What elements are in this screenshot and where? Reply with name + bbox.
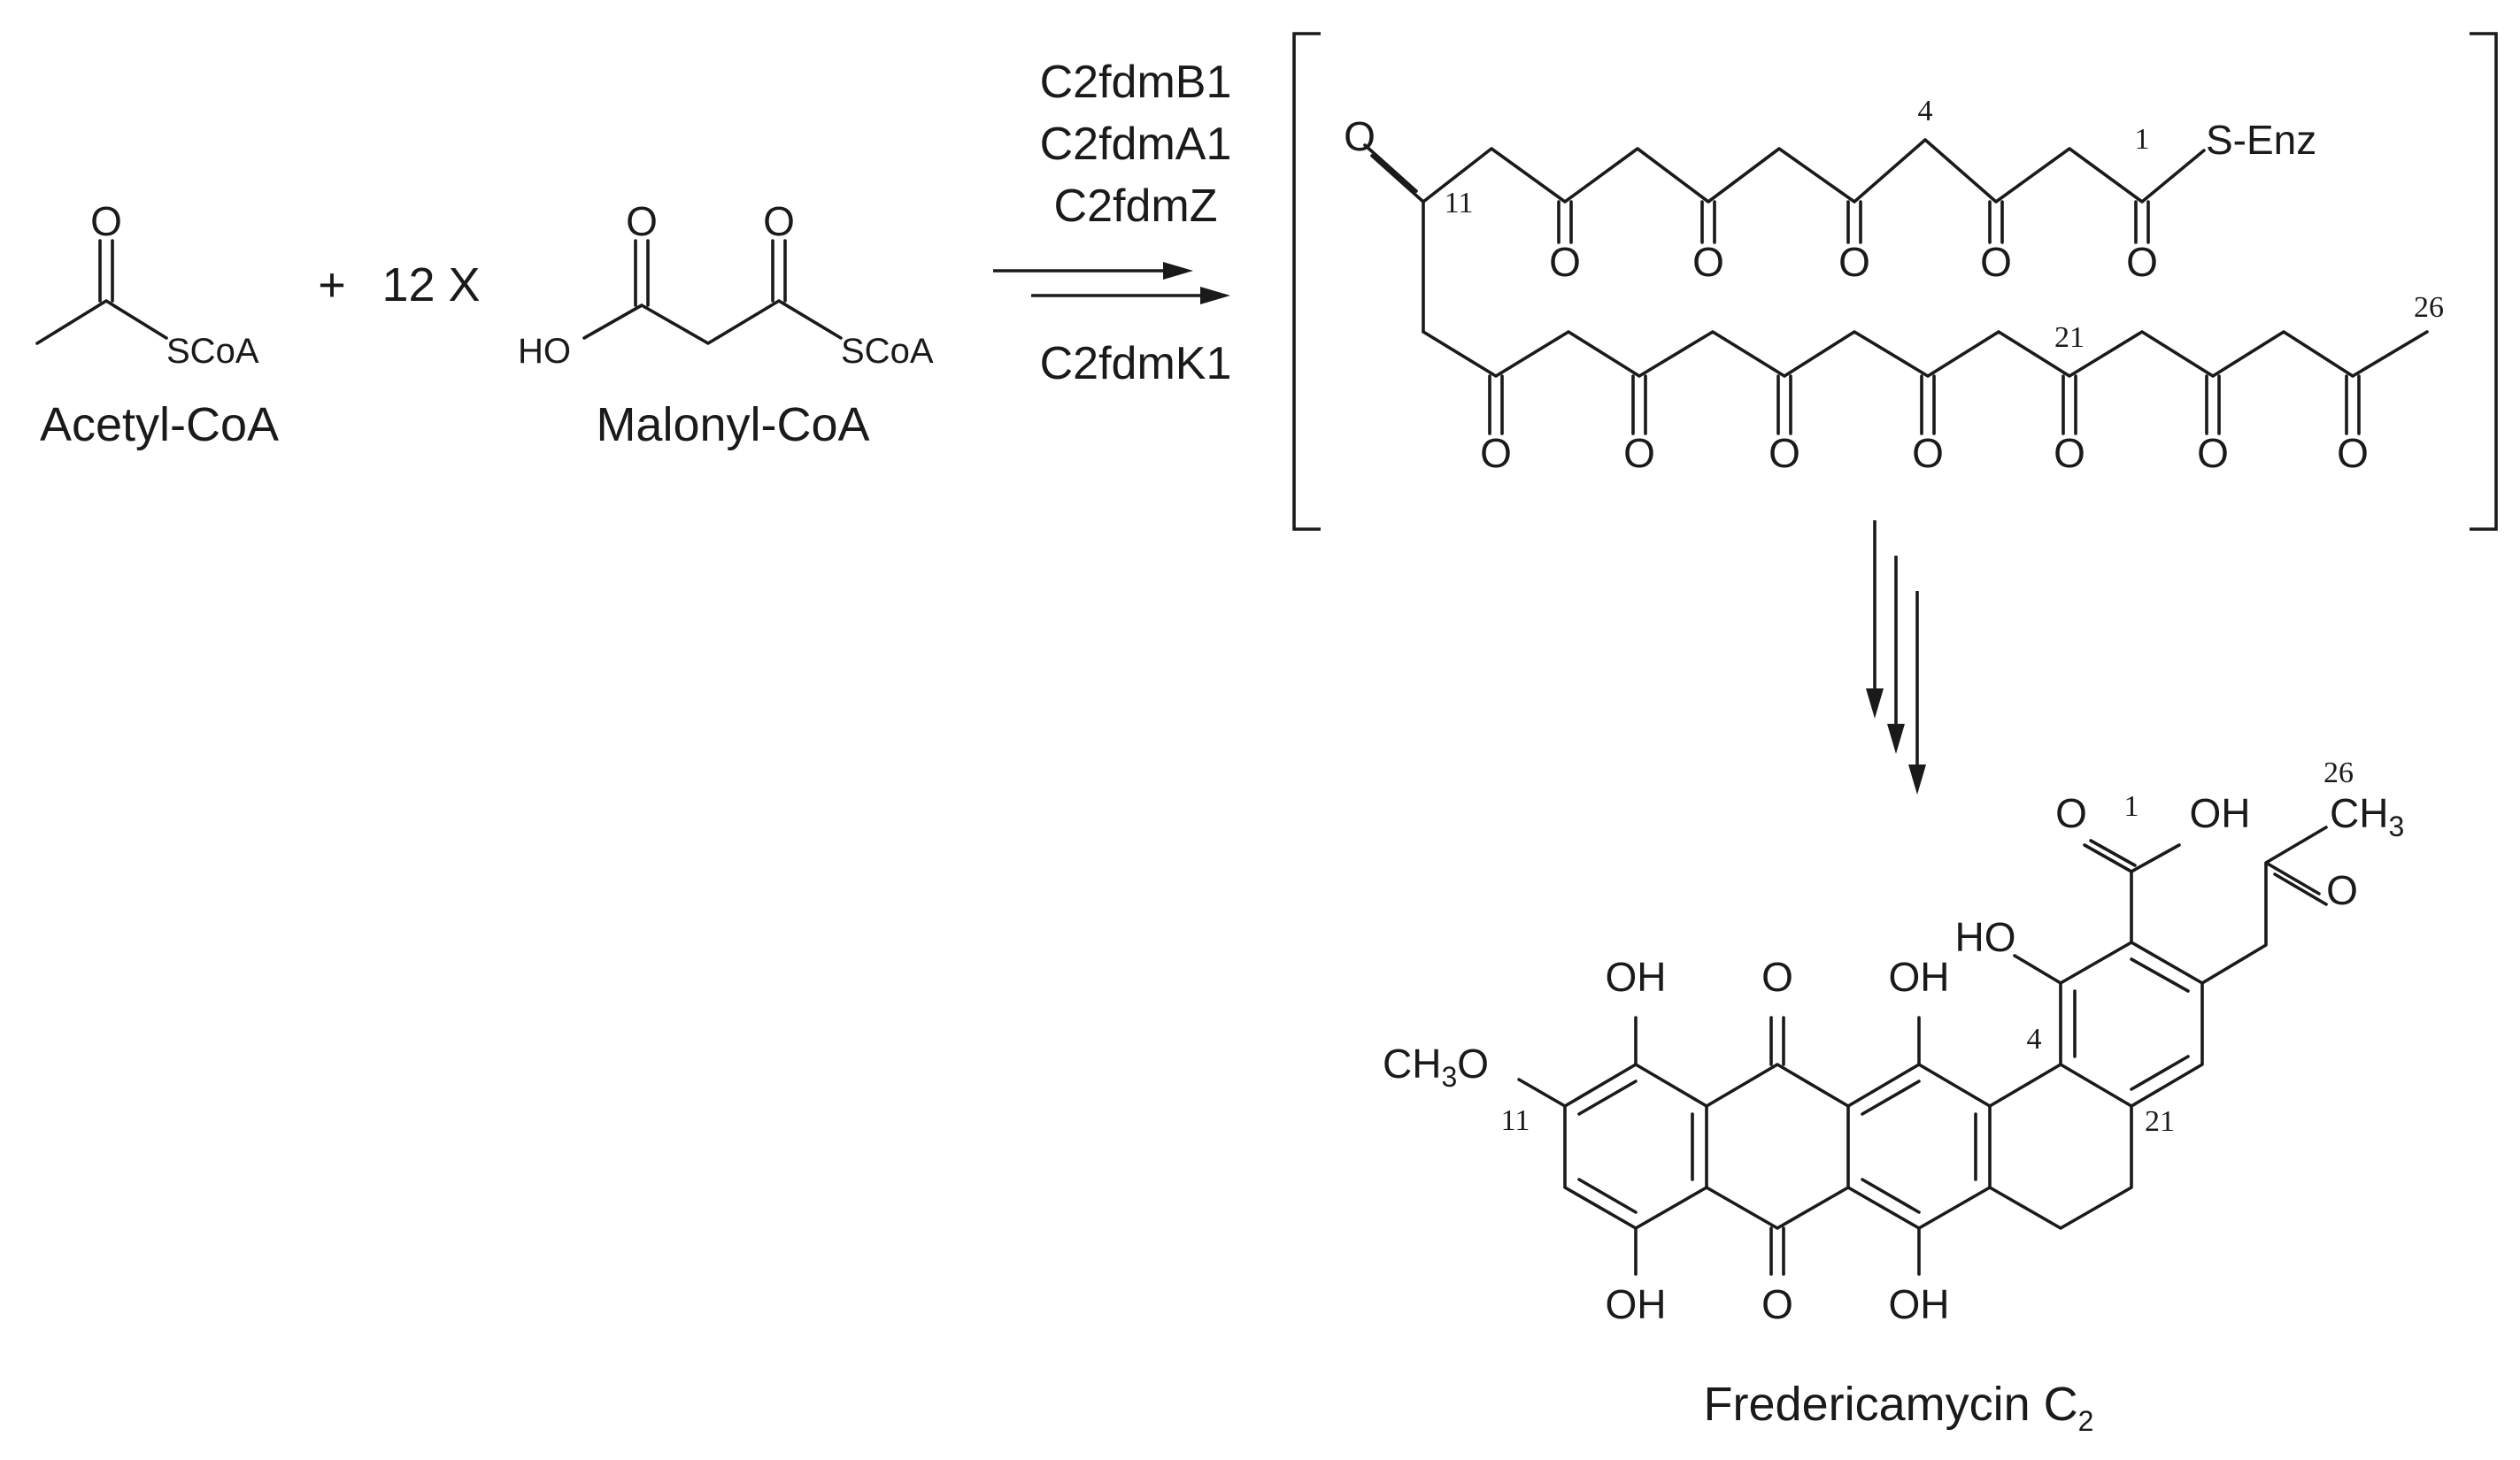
top-ketone-oxygen-2: O xyxy=(1692,239,1724,285)
intermediate-position-4: 4 xyxy=(1918,95,1933,127)
acetyl-coa-name: Acetyl-CoA xyxy=(40,398,279,451)
product-acid-carbonyl-oxygen: O xyxy=(2055,790,2087,836)
product-oh-top-middle: OH xyxy=(1889,954,1950,1000)
product-terminal-methyl: CH3 xyxy=(2330,790,2404,842)
forward-arrows xyxy=(993,262,1230,304)
intermediate-position-1: 1 xyxy=(2135,123,2150,156)
product-oh-top-left: OH xyxy=(1606,954,1667,1000)
product-quinone-oxygen-bottom: O xyxy=(1761,1281,1793,1327)
top-ketone-oxygen-1: O xyxy=(1549,239,1581,285)
c11-ketone-oxygen: O xyxy=(1344,113,1376,159)
product-position-21: 21 xyxy=(2145,1105,2175,1138)
bottom-ketone-oxygen-4: O xyxy=(1912,430,1944,476)
fredericamycin-structure xyxy=(1517,826,2328,1276)
product-quinone-oxygen-top: O xyxy=(1761,954,1793,1000)
malonyl-multiplier: 12 X xyxy=(381,258,480,311)
malonyl-coa-name: Malonyl-CoA xyxy=(596,398,869,451)
malonyl-thioester-oxygen: O xyxy=(763,198,795,244)
bottom-ketone-oxygen-1: O xyxy=(1480,430,1512,476)
plus-sign: + xyxy=(318,258,346,311)
product-ketone-oxygen: O xyxy=(2326,867,2358,913)
downward-arrows xyxy=(1866,520,1926,795)
product-name: Fredericamycin C2 xyxy=(1704,1378,2094,1437)
top-ketone-oxygen-4: O xyxy=(1980,239,2012,285)
product-oh-bottom-left: OH xyxy=(1606,1281,1667,1327)
intermediate-position-26: 26 xyxy=(2414,291,2444,324)
malonyl-coa-structure: O O HO SCoA xyxy=(518,198,934,371)
bottom-ketone-oxygen-5: O xyxy=(2054,430,2085,476)
malonyl-scoa-label: SCoA xyxy=(841,332,934,371)
s-enz-label: S-Enz xyxy=(2206,117,2316,163)
product-position-4: 4 xyxy=(2027,1023,2042,1056)
product-acid-oh: OH xyxy=(2190,790,2251,836)
malonyl-hydroxyl-label: HO xyxy=(518,332,571,371)
enzyme-label-3: C2fdmZ xyxy=(1054,181,1218,232)
enzyme-label-1: C2fdmB1 xyxy=(1040,57,1232,108)
bottom-ketone-oxygen-7: O xyxy=(2337,430,2369,476)
bottom-ketone-oxygen-6: O xyxy=(2197,430,2229,476)
thioester-carbonyl-oxygen: O xyxy=(2126,239,2158,285)
acetyl-carbonyl-oxygen: O xyxy=(90,198,122,244)
product-position-26: 26 xyxy=(2323,757,2354,789)
acetyl-coa-structure: O SCoA xyxy=(35,198,259,371)
acetyl-scoa-label: SCoA xyxy=(166,332,259,371)
intermediate-position-21: 21 xyxy=(2054,321,2085,354)
intermediate-position-11: 11 xyxy=(1445,187,1474,219)
product-methoxy-group: CH3O xyxy=(1383,1041,1489,1093)
intermediate-brackets xyxy=(1292,32,2498,531)
product-oh-bottom-middle: OH xyxy=(1889,1281,1950,1327)
product-position-1: 1 xyxy=(2124,790,2139,823)
top-ketone-oxygen-3: O xyxy=(1838,239,1870,285)
polyketide-intermediate: O O O O O O O O O O O O O S-Enz 1 4 11 2… xyxy=(1344,95,2444,476)
product-ho-right-ring: HO xyxy=(1955,914,2016,960)
bottom-ketone-oxygen-3: O xyxy=(1769,430,1800,476)
enzyme-label-2: C2fdmA1 xyxy=(1040,119,1232,170)
enzyme-label-4: C2fdmK1 xyxy=(1040,338,1232,389)
product-position-11: 11 xyxy=(1501,1104,1530,1137)
bottom-ketone-oxygen-2: O xyxy=(1623,430,1655,476)
malonyl-acid-oxygen: O xyxy=(626,198,658,244)
